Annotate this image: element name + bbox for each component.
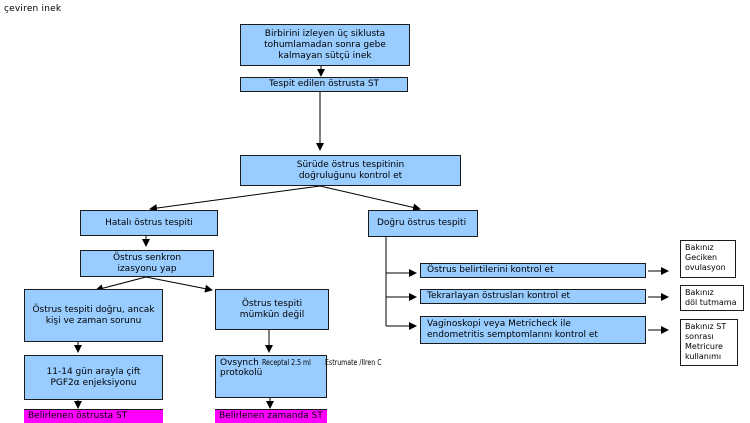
arrow-b6-b7 xyxy=(95,276,147,293)
box-check-estrus-detection: Sürüde östrus tespitinin doğruluğunu kon… xyxy=(240,155,461,186)
box-estrus-synchronization: Östrus senkron izasyonu yap xyxy=(80,250,214,277)
ref-delayed-ovulation: Bakınız Geciken ovulasyon xyxy=(680,240,736,278)
box-check-recurring-estrus: Tekrarlayan östrusları kontrol et xyxy=(420,289,646,304)
box-cow-not-pregnant: Birbirini izleyen üç siklusta tohumlamad… xyxy=(240,24,410,66)
arrow-b3-b5 xyxy=(319,185,421,212)
box-wrong-estrus-detection: Hatalı östrus tespiti xyxy=(80,210,218,236)
box-correct-but-person-time-issue: Östrus tespiti doğru, ancak kişi ve zama… xyxy=(24,289,163,342)
ref-conception-failure: Bakınız döl tutmama xyxy=(680,285,744,311)
box-st-detected-estrus: Tespit edilen östrusta ST xyxy=(240,77,408,92)
box-double-pgf2a-injection: 11-14 gün arayla çift PGF2α enjeksiyonu xyxy=(24,355,163,400)
box-estrus-detection-impossible: Östrus tespiti mümkün değil xyxy=(215,289,329,330)
ovsynch-receptal: Receptal 2.5 ml xyxy=(262,358,312,367)
box-correct-estrus-detection: Doğru östrus tespiti xyxy=(368,210,478,237)
box-check-estrus-signs: Östrus belirtilerini kontrol et xyxy=(420,263,646,278)
box-ovsynch-protocol: Ovsynch protokolü Receptal 2.5 ml Estrum… xyxy=(215,355,382,398)
ovsynch-estrumate: Estrumate /Ilren C xyxy=(324,358,382,367)
page-title: çeviren inek xyxy=(4,4,62,14)
arrow-b6-b8 xyxy=(145,276,213,293)
box-st-determined-time: Belirlenen zamanda ST xyxy=(215,409,327,423)
ref-metricure-use: Bakınız ST sonrası Metricure kullanımı xyxy=(680,319,738,366)
box-st-determined-estrus: Belirlenen östrusta ST xyxy=(24,409,163,423)
ovsynch-title: Ovsynch protokolü xyxy=(220,358,263,378)
arrow-b3-b4 xyxy=(149,185,321,213)
box-check-endometritis: Vaginoskopi veya Metricheck ile endometr… xyxy=(420,316,646,344)
